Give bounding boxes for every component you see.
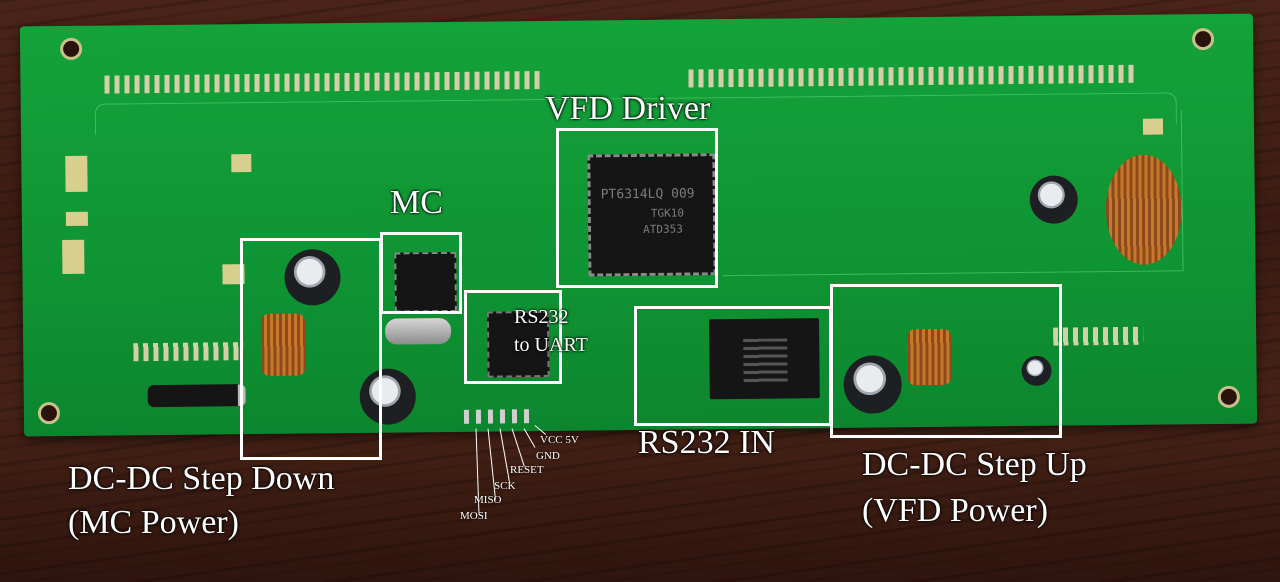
mounting-hole-top-right [1191,27,1215,51]
step-up-box [830,284,1062,438]
toroid-coil [1105,154,1183,266]
vfd-driver-box [556,128,718,288]
vfd-pad-row-right [688,64,1139,88]
mounting-hole-bottom-right [1217,385,1240,408]
header-pin [523,409,530,424]
header-pin [463,409,470,424]
pin-label-reset: RESET [510,464,544,476]
gold-pad [1142,118,1164,135]
header-pin [475,409,482,424]
pin-label-gnd: GND [536,450,560,462]
gold-pad [231,154,252,173]
crystal-oscillator [384,317,452,345]
mounting-hole-top-left [60,37,83,61]
rs232-to-uart-label-line2: to UART [514,334,588,356]
mc-label: MC [390,184,443,221]
header-pin [499,409,506,424]
rs232-in-box [634,306,832,426]
rs232-in-label: RS232 IN [638,424,775,461]
pin-label-sck: SCK [494,480,516,492]
vfd-driver-label: VFD Driver [545,90,711,127]
step-down-box [240,238,382,460]
capacitor [1029,175,1079,224]
vfd-pad-row-left [104,70,545,94]
step-up-label-line1: DC-DC Step Up [862,446,1087,483]
step-up-label-line2: (VFD Power) [862,492,1049,529]
bottom-pad-row-left [133,342,244,362]
gold-pad [62,239,85,275]
gold-pad [65,155,88,192]
pin-label-mosi: MOSI [460,510,488,522]
gold-pad [65,211,88,226]
mc-box [380,232,462,314]
step-down-label-line2: (MC Power) [68,504,239,541]
step-down-label-line1: DC-DC Step Down [68,460,335,497]
diode [147,384,246,408]
header-pin [487,409,494,424]
rs232-to-uart-box [464,290,562,384]
pin-label-miso: MISO [474,494,502,506]
mounting-hole-bottom-left [37,402,61,425]
header-pin [511,409,518,424]
rs232-to-uart-label-line1: RS232 [514,306,569,328]
pin-label-vcc: VCC 5V [540,434,579,446]
bottom-pad-row-right [1053,326,1144,346]
